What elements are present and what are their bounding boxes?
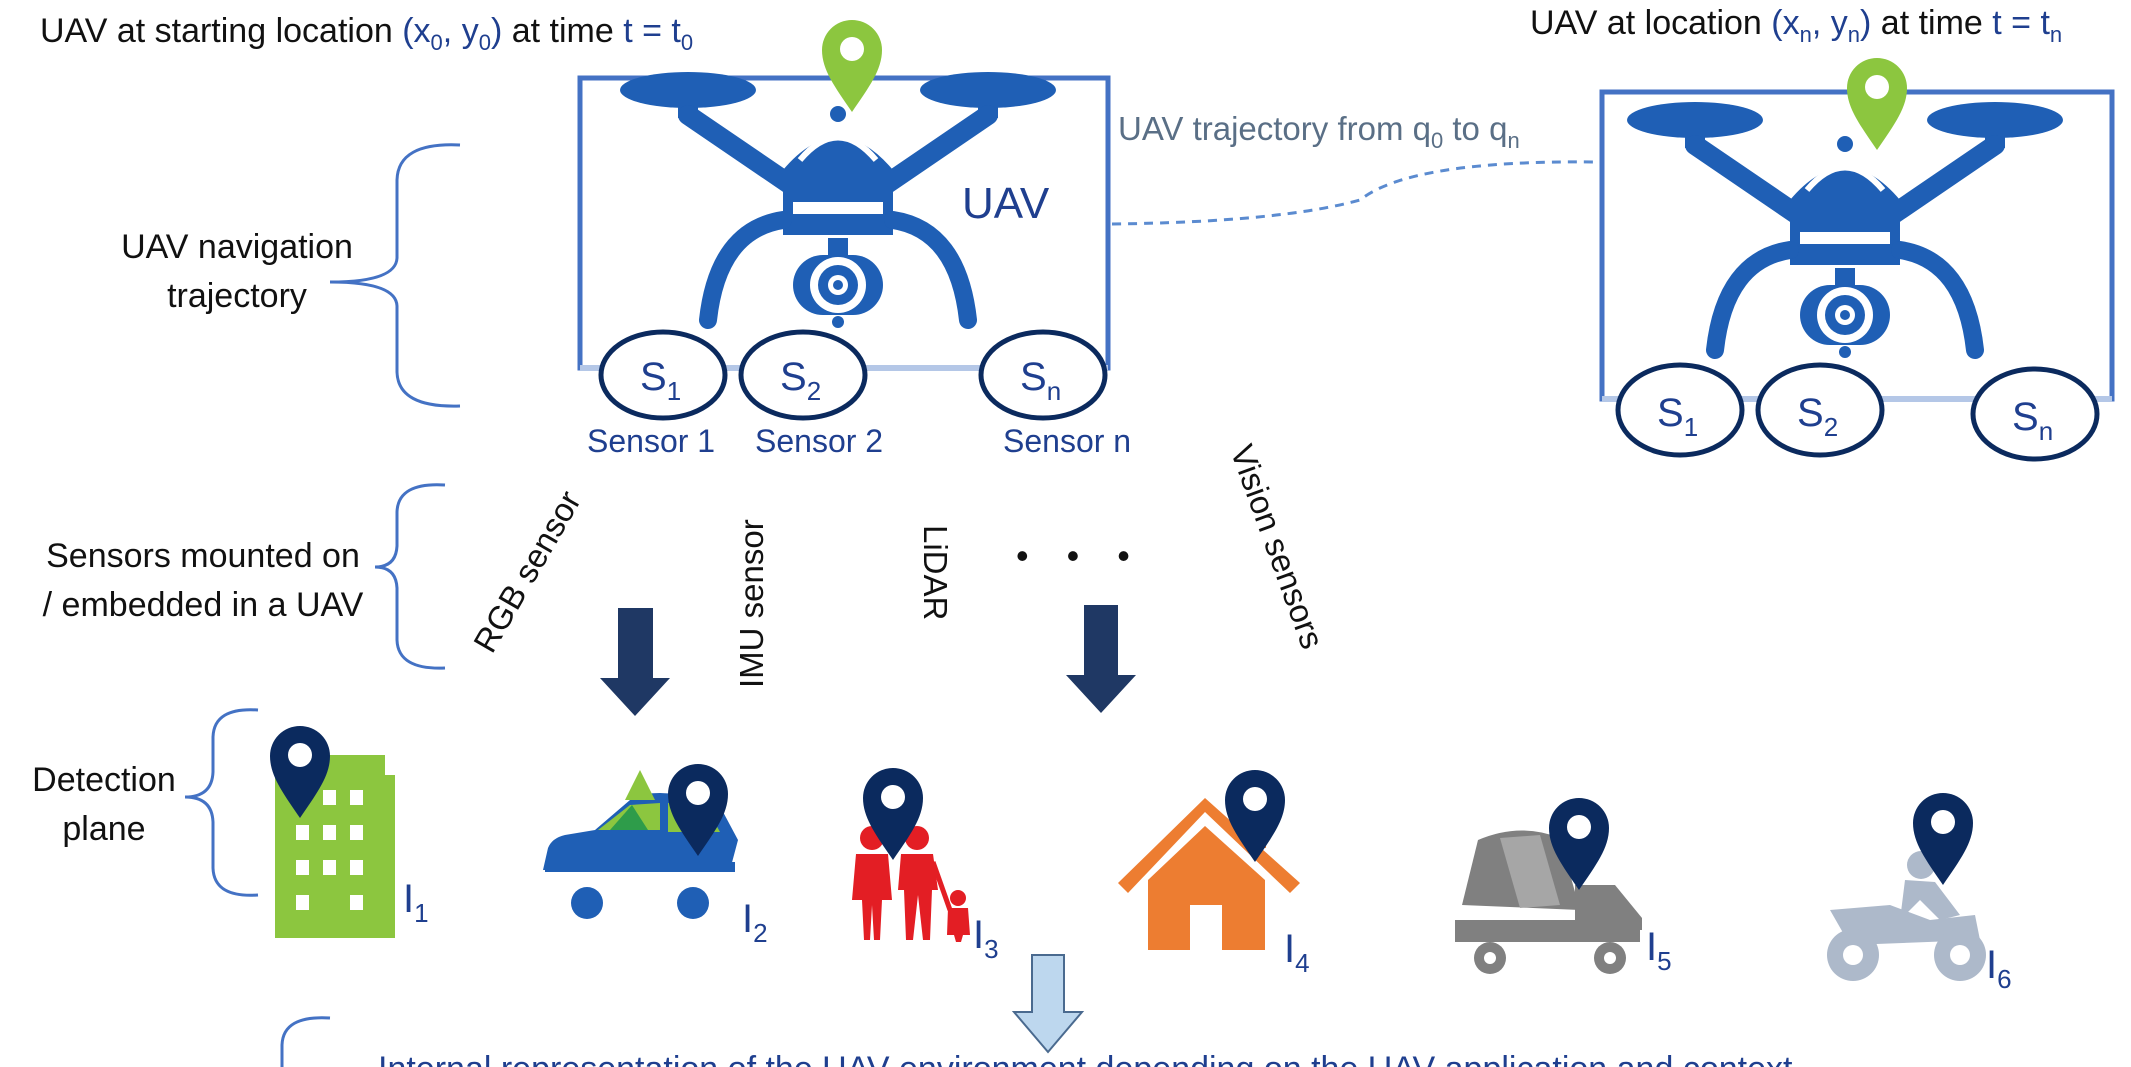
sensors-brace: [374, 483, 446, 670]
end-sensor-s2: S2: [1755, 362, 1885, 458]
detection-brace: [184, 708, 259, 897]
end-sensor-sn: Sn: [1970, 366, 2100, 462]
svg-text:Sn: Sn: [2012, 395, 2053, 446]
sensor-2-label: Sensor 2: [755, 423, 883, 459]
end-drone-icon: [1627, 102, 2063, 358]
nav-label-line2: trajectory: [167, 277, 307, 315]
trajectory-line: [1111, 160, 1596, 226]
start-location-label: UAV at starting location (x0, y0) at tim…: [40, 12, 693, 55]
vision-sensors-label: Vision sensors: [1223, 440, 1331, 654]
start-sensor-s2: S2: [738, 329, 868, 421]
nav-label-line1: UAV navigation: [121, 228, 353, 266]
imu-sensor-label: IMU sensor: [733, 519, 770, 688]
end-location-label: UAV at location (xn, yn) at time t = tn: [1530, 4, 2062, 47]
truck-icon: [1455, 830, 1642, 974]
svg-text:S1: S1: [640, 355, 681, 406]
motorbike-icon: [1827, 851, 1986, 981]
svg-text:S2: S2: [1797, 391, 1838, 442]
bottom-caption: Internal representation of the UAV envir…: [378, 1050, 1793, 1067]
svg-text:S1: S1: [1657, 391, 1698, 442]
object-label-1: I1: [403, 877, 429, 928]
rgb-sensor-label: RGB sensor: [466, 484, 588, 658]
sensor-1-label: Sensor 1: [587, 423, 715, 459]
lidar-label: LiDAR: [917, 525, 954, 620]
end-pin-icon: [1847, 58, 1907, 150]
start-pin-icon: [822, 20, 882, 112]
sensors-label-line1: Sensors mounted on: [46, 537, 360, 575]
object-label-3: I3: [973, 913, 999, 964]
object-label-5: I5: [1646, 925, 1672, 976]
uav-label: UAV: [962, 179, 1050, 228]
trajectory-label: UAV trajectory from q0 to qn: [1118, 110, 1520, 153]
start-sensor-s1: S1: [598, 329, 728, 421]
object-label-4: I4: [1284, 927, 1310, 978]
down-arrow-right: [1066, 605, 1136, 713]
family-icon: [852, 826, 970, 942]
end-sensor-s1: S1: [1615, 362, 1745, 458]
pin-icon-4: [1225, 770, 1285, 862]
detection-label-line2: plane: [62, 810, 145, 848]
building-icon: [275, 755, 395, 938]
object-label-6: I6: [1986, 943, 2012, 994]
bottom-arrow: [1011, 954, 1085, 1054]
svg-text:Sn: Sn: [1020, 355, 1061, 406]
sensors-label-line2: / embedded in a UAV: [43, 586, 364, 624]
start-sensor-sn: Sn: [978, 329, 1108, 421]
nav-brace: [329, 143, 461, 408]
sensor-n-label: Sensor n: [1003, 423, 1131, 459]
bottom-brace: [280, 1016, 331, 1067]
svg-text:S2: S2: [780, 355, 821, 406]
ellipsis-label: • • •: [1016, 535, 1144, 576]
detection-label-line1: Detection: [32, 761, 176, 799]
object-label-2: I2: [742, 897, 768, 948]
down-arrow-left: [600, 608, 670, 716]
